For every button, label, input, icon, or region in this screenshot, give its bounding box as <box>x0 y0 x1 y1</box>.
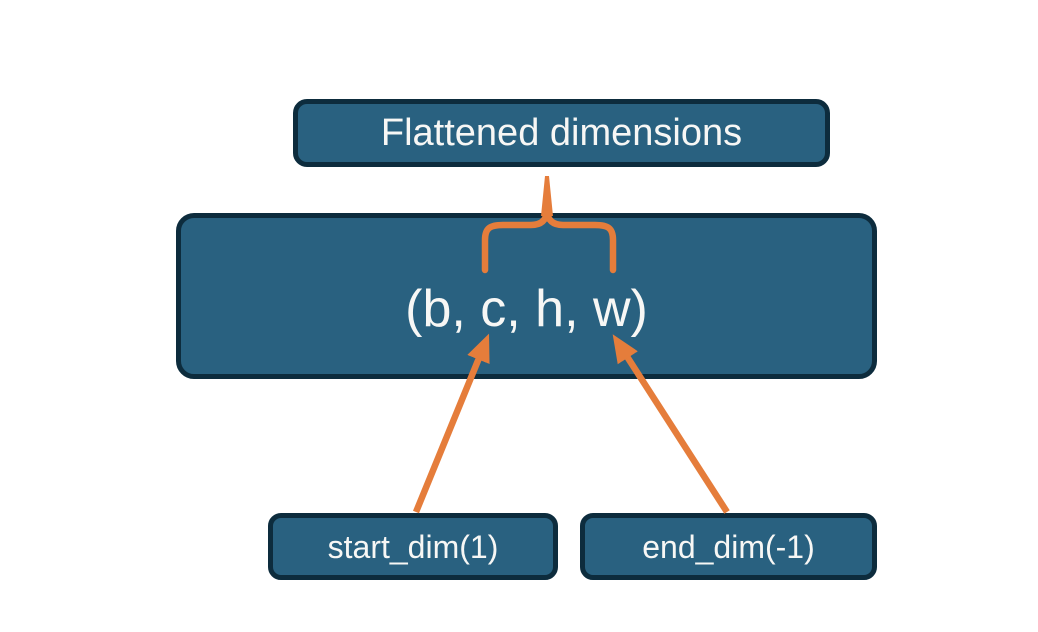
flattened-dimensions-box: Flattened dimensions <box>293 99 830 167</box>
tensor-shape-label: (b, c, h, w) <box>405 280 648 338</box>
start-dim-box: start_dim(1) <box>268 513 558 580</box>
end-dim-label: end_dim(-1) <box>642 528 815 565</box>
tensor-shape-box: (b, c, h, w) <box>176 213 877 379</box>
flattened-dimensions-label: Flattened dimensions <box>380 112 743 154</box>
start-dim-label: start_dim(1) <box>327 528 499 565</box>
brace-stem-icon <box>541 176 553 216</box>
end-dim-box: end_dim(-1) <box>580 513 877 580</box>
